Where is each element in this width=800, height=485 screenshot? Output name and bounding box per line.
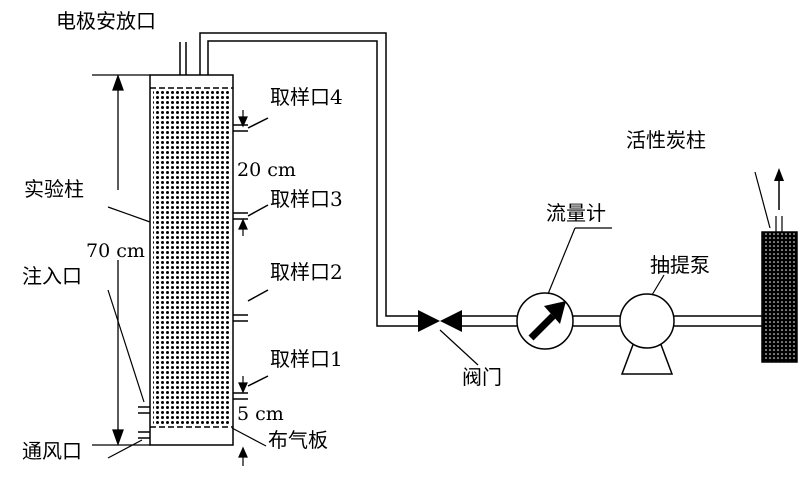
sampling-port-2-label: 取样口2 <box>270 260 343 284</box>
flowmeter <box>516 292 574 350</box>
upper-spacing-label: 20 cm <box>237 159 296 181</box>
valve[interactable] <box>418 310 462 332</box>
leader-lines <box>107 171 771 459</box>
column-height-dimension <box>92 74 150 446</box>
flowmeter-label: 流量计 <box>546 201 606 225</box>
lower-spacing-arrows <box>238 376 248 466</box>
sampling-port-3-fitting <box>233 204 269 220</box>
upper-spacing-arrows <box>238 110 248 236</box>
suction-pump-label: 抽提泵 <box>650 253 710 277</box>
electrode-port-fitting <box>179 42 187 75</box>
vent-port-fitting <box>138 431 150 439</box>
sampling-port-4-label: 取样口4 <box>270 85 343 109</box>
sampling-port-2-fitting <box>233 289 269 322</box>
suction-pump <box>619 293 675 375</box>
sampling-port-4-fitting <box>233 117 269 132</box>
activated-carbon-column <box>761 216 798 363</box>
pipe-valve-to-flowmeter <box>462 315 517 327</box>
vent-port-label: 通风口 <box>22 439 82 463</box>
pipe-flowmeter-to-pump <box>573 315 620 327</box>
injection-port-label: 注入口 <box>22 264 82 288</box>
injection-port-fitting <box>138 406 150 414</box>
experimental-column <box>149 74 234 446</box>
sampling-port-1-label: 取样口1 <box>270 347 343 371</box>
sampling-port-1-fitting <box>233 375 269 400</box>
valve-label: 阀门 <box>462 365 502 389</box>
experimental-column-label: 实验柱 <box>24 177 84 201</box>
lower-spacing-label: 5 cm <box>237 403 284 425</box>
electrode-port-label: 电极安放口 <box>56 9 156 33</box>
sampling-port-3-label: 取样口3 <box>270 187 343 211</box>
pipe-pump-to-carbon <box>674 315 762 327</box>
exhaust-arrow <box>774 168 784 210</box>
gas-distribution-plate-label: 布气板 <box>268 428 328 452</box>
column-height-label: 70 cm <box>86 240 145 262</box>
outlet-pipe <box>199 32 425 327</box>
activated-carbon-column-label: 活性炭柱 <box>626 128 706 152</box>
